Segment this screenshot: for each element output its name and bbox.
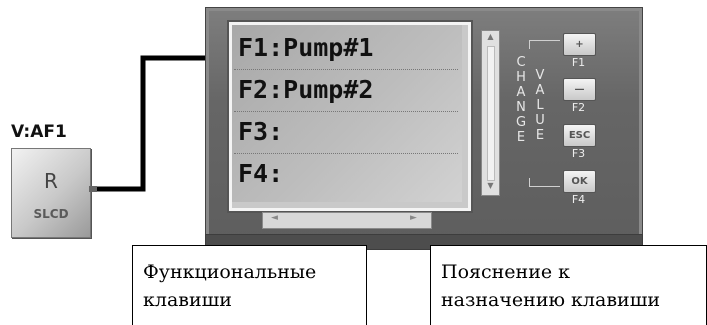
change-letter: N xyxy=(516,100,526,115)
callout-text: Пояснение к xyxy=(441,261,571,283)
value-letter: E xyxy=(535,128,545,143)
horizontal-scrollbar[interactable]: ◄ ► xyxy=(262,212,432,229)
lcd-line-f3: F3: xyxy=(238,117,284,146)
value-vertical-label: V A L U E xyxy=(533,68,547,143)
lcd-screen: F1:Pump#1 F2:Pump#2 F3: F4: xyxy=(232,25,462,202)
lcd-line-f2: F2:Pump#2 xyxy=(238,75,374,104)
f1-key-label: F1 xyxy=(571,56,586,69)
callout-text: назначению клавиши xyxy=(441,289,661,311)
scroll-down-icon[interactable]: ▼ xyxy=(487,181,494,190)
bracket-line xyxy=(529,40,560,49)
scrollbar-track[interactable] xyxy=(487,46,495,181)
change-letter: A xyxy=(516,85,526,100)
f1-plus-button[interactable]: + xyxy=(563,33,596,56)
block-output-wire xyxy=(97,53,222,192)
change-vertical-label: C H A N G E xyxy=(514,55,528,145)
scroll-up-icon[interactable]: ▲ xyxy=(487,32,494,41)
change-letter: H xyxy=(516,70,526,85)
vertical-scrollbar[interactable]: ▲ ▼ xyxy=(481,30,500,196)
callout-text: Функциональные xyxy=(143,261,317,283)
change-letter: C xyxy=(516,55,526,70)
lcd-separator xyxy=(234,153,458,154)
value-letter: V xyxy=(535,68,545,83)
scroll-left-icon[interactable]: ◄ xyxy=(271,213,278,223)
value-letter: L xyxy=(536,98,544,113)
lcd-separator xyxy=(234,111,458,112)
f4-key-label: F4 xyxy=(571,193,586,206)
lcd-separator xyxy=(234,69,458,70)
key-explanation-callout: Пояснение к назначению клавиши xyxy=(430,245,707,325)
block-name-label: V:AF1 xyxy=(11,122,67,142)
lcd-line-f4: F4: xyxy=(238,159,284,188)
scroll-right-icon[interactable]: ► xyxy=(410,213,417,223)
slcd-function-block[interactable]: R SLCD xyxy=(11,148,91,238)
f2-key-label: F2 xyxy=(571,101,586,114)
f2-minus-button[interactable]: — xyxy=(563,78,596,101)
block-type-label: SLCD xyxy=(33,207,69,221)
change-letter: G xyxy=(515,115,527,130)
f4-ok-button[interactable]: OK xyxy=(563,170,596,193)
callout-text: клавиши xyxy=(143,289,232,311)
function-keys-callout: Функциональные клавиши xyxy=(132,245,367,325)
lcd-line-f1: F1:Pump#1 xyxy=(238,33,374,62)
value-letter: A xyxy=(535,83,545,98)
change-letter: E xyxy=(516,130,526,145)
block-output-pin[interactable] xyxy=(89,186,97,192)
bracket-line xyxy=(529,178,560,187)
f3-esc-button[interactable]: ESC xyxy=(563,124,596,147)
value-letter: U xyxy=(535,113,545,128)
f3-key-label: F3 xyxy=(571,147,586,160)
block-letter: R xyxy=(44,169,58,193)
